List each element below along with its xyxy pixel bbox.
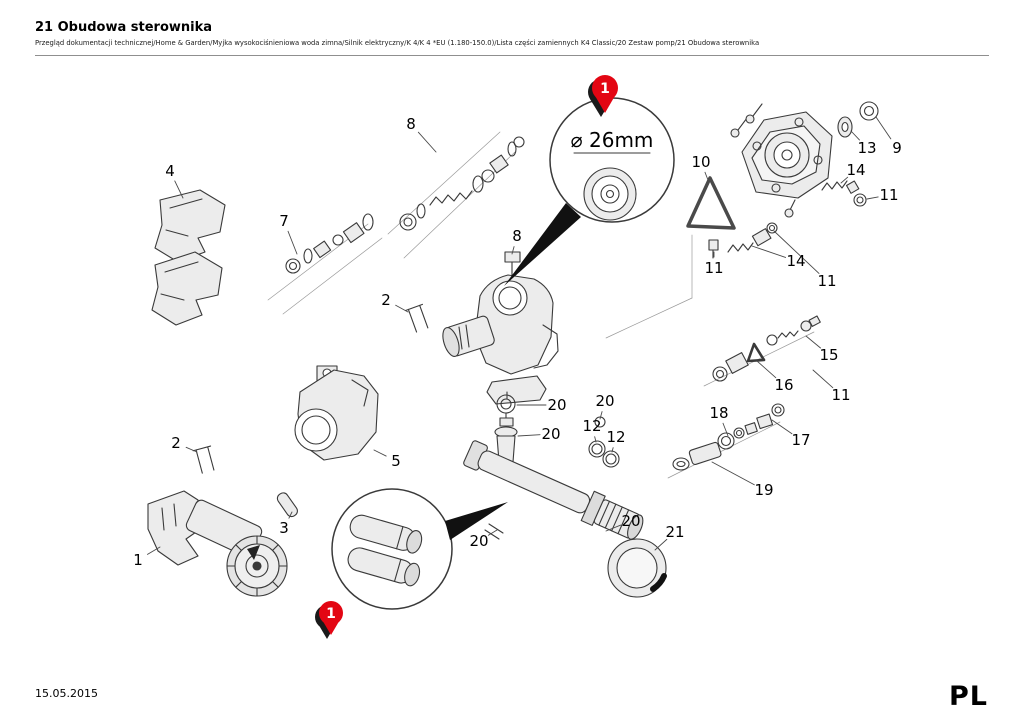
part-number-label: 20 <box>595 392 614 410</box>
leader-line <box>875 116 892 140</box>
leader-line <box>771 419 793 435</box>
part-number-label: 9 <box>892 139 902 157</box>
part-number-label: 11 <box>817 272 836 290</box>
control-housing <box>442 251 559 405</box>
leader-line <box>373 449 387 457</box>
header-divider <box>35 55 989 56</box>
part-number-label: 11 <box>831 386 850 404</box>
part-number-label: 20 <box>469 532 488 550</box>
part-number-label: 10 <box>691 153 710 171</box>
leader-line <box>805 335 821 349</box>
page-header: 21 Obudowa sterownika Przegląd dokumenta… <box>35 20 989 48</box>
part-12-orings <box>588 440 620 468</box>
part-number-label: 18 <box>709 404 728 422</box>
part-number-label: 8 <box>406 115 416 133</box>
callout-marker-top: 1 <box>588 75 618 117</box>
leader-line <box>511 246 515 255</box>
part-number-label: 1 <box>133 551 143 569</box>
part-7-seal-kit <box>285 213 374 274</box>
callout-dimension-text: ⌀ 26mm <box>571 128 654 152</box>
leader-line <box>517 434 541 437</box>
leader-line <box>751 245 787 258</box>
part-number-label: 7 <box>279 212 289 230</box>
leader-line <box>147 546 161 555</box>
leader-line <box>722 422 729 437</box>
part-number-label: 20 <box>621 512 640 530</box>
part-14-11-group <box>727 222 778 253</box>
part-number-label: 5 <box>391 452 401 470</box>
page-title: 21 Obudowa sterownika <box>35 20 213 35</box>
leader-line <box>487 529 498 536</box>
part-2-clips <box>192 303 429 474</box>
leader-line <box>288 511 293 519</box>
part-21-cap <box>607 538 667 598</box>
part-number-label: 13 <box>857 139 876 157</box>
leader-line <box>174 180 184 199</box>
part-number-label: 14 <box>846 161 865 179</box>
leader-line <box>185 446 198 453</box>
part-15-16-group <box>712 315 821 382</box>
leader-line <box>417 131 437 153</box>
part-5-pump-head <box>294 365 379 461</box>
leader-line <box>599 411 603 420</box>
leader-line <box>850 130 860 141</box>
part-number-label: 12 <box>606 428 625 446</box>
marker-number: 1 <box>326 606 336 622</box>
leader-line <box>840 176 849 184</box>
leader-line <box>611 447 614 453</box>
part-number-label: 11 <box>704 259 723 277</box>
leader-line <box>395 304 409 313</box>
pipe-assembly <box>463 440 644 540</box>
leader-line <box>605 524 622 532</box>
language-code: PL <box>949 681 988 712</box>
part-number-label: 14 <box>786 252 805 270</box>
leader-line <box>866 196 879 200</box>
part-number-label: 2 <box>171 434 181 452</box>
leader-line <box>711 461 755 486</box>
leader-line <box>704 171 709 181</box>
part-17-18-19-group <box>672 403 785 471</box>
part-number-label: 2 <box>381 291 391 309</box>
detail-callout-top: ⌀ 26mm <box>504 97 675 286</box>
breadcrumb: Przegląd dokumentacji technicznej/Home &… <box>35 39 760 48</box>
leader-line <box>594 436 597 443</box>
part-10-triangle-ring <box>686 176 736 259</box>
callout-marker-bottom: 1 <box>315 601 343 639</box>
document-date: 15.05.2015 <box>35 687 98 700</box>
part-number-label: 3 <box>279 519 289 537</box>
part-number-label: 20 <box>547 396 566 414</box>
part-4-brackets <box>151 189 226 326</box>
leader-line <box>756 360 777 379</box>
part-number-label: 17 <box>791 431 810 449</box>
part-number-label: 16 <box>774 376 793 394</box>
leader-lines <box>147 116 892 555</box>
part-number-label: 11 <box>879 186 898 204</box>
part-number-label: 15 <box>819 346 838 364</box>
leader-line <box>812 369 834 389</box>
detail-callout-bottom <box>331 488 508 610</box>
part-number-label: 12 <box>582 417 601 435</box>
part-number-label: 4 <box>165 162 175 180</box>
part-number-label: 8 <box>512 227 522 245</box>
part-8-valve-kit <box>399 136 525 231</box>
part-3-pin <box>276 492 298 518</box>
leader-line <box>287 230 298 255</box>
part-number-label: 19 <box>754 481 773 499</box>
part-number-label: 20 <box>541 425 560 443</box>
motor-flange-group <box>730 101 879 218</box>
marker-number: 1 <box>600 81 610 97</box>
leader-line <box>654 538 668 551</box>
leader-line <box>773 230 820 274</box>
part-number-label: 21 <box>665 523 684 541</box>
part-1-cylinder-assembly <box>147 490 288 597</box>
